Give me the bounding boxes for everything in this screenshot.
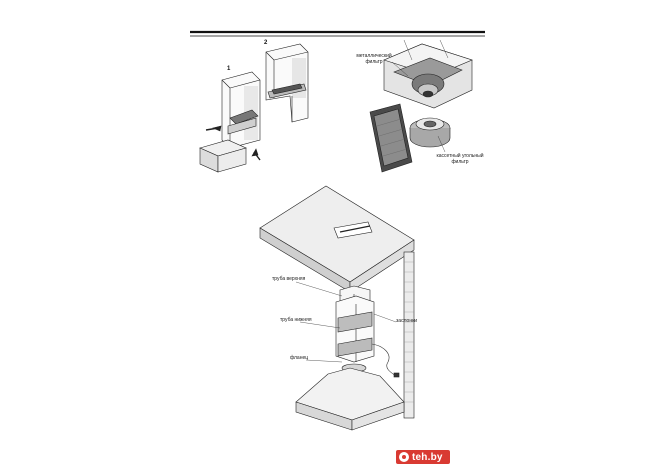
lower-pipe-label: труба нижняя [280,317,312,323]
cassette-removal-figure [199,43,309,173]
carbon-filter-label: кассетный угольный фильтр [430,153,490,165]
watermark-logo-icon [399,452,409,462]
step-number-2: 2 [264,40,268,46]
metal-filter-label-line2: фильтр [365,59,383,65]
watermark-text: teh.by [412,451,443,463]
carbon-filter-label-line1: кассетный угольный [436,153,484,159]
upper-pipe-label: труба верхняя [272,276,306,282]
metal-filter-label-line1: металлический [356,53,392,59]
teh-by-watermark: teh.by [396,450,450,464]
step-number-1: 1 [227,66,231,72]
header-rule [190,30,485,37]
metal-filter-label: металлический фильтр [348,53,400,65]
carbon-filter-label-line2: фильтр [451,159,469,165]
installation-figure [259,185,415,431]
filters-figure [369,39,473,173]
dampers-label: заслонки [396,318,418,324]
flange-label: фланец [290,355,309,361]
